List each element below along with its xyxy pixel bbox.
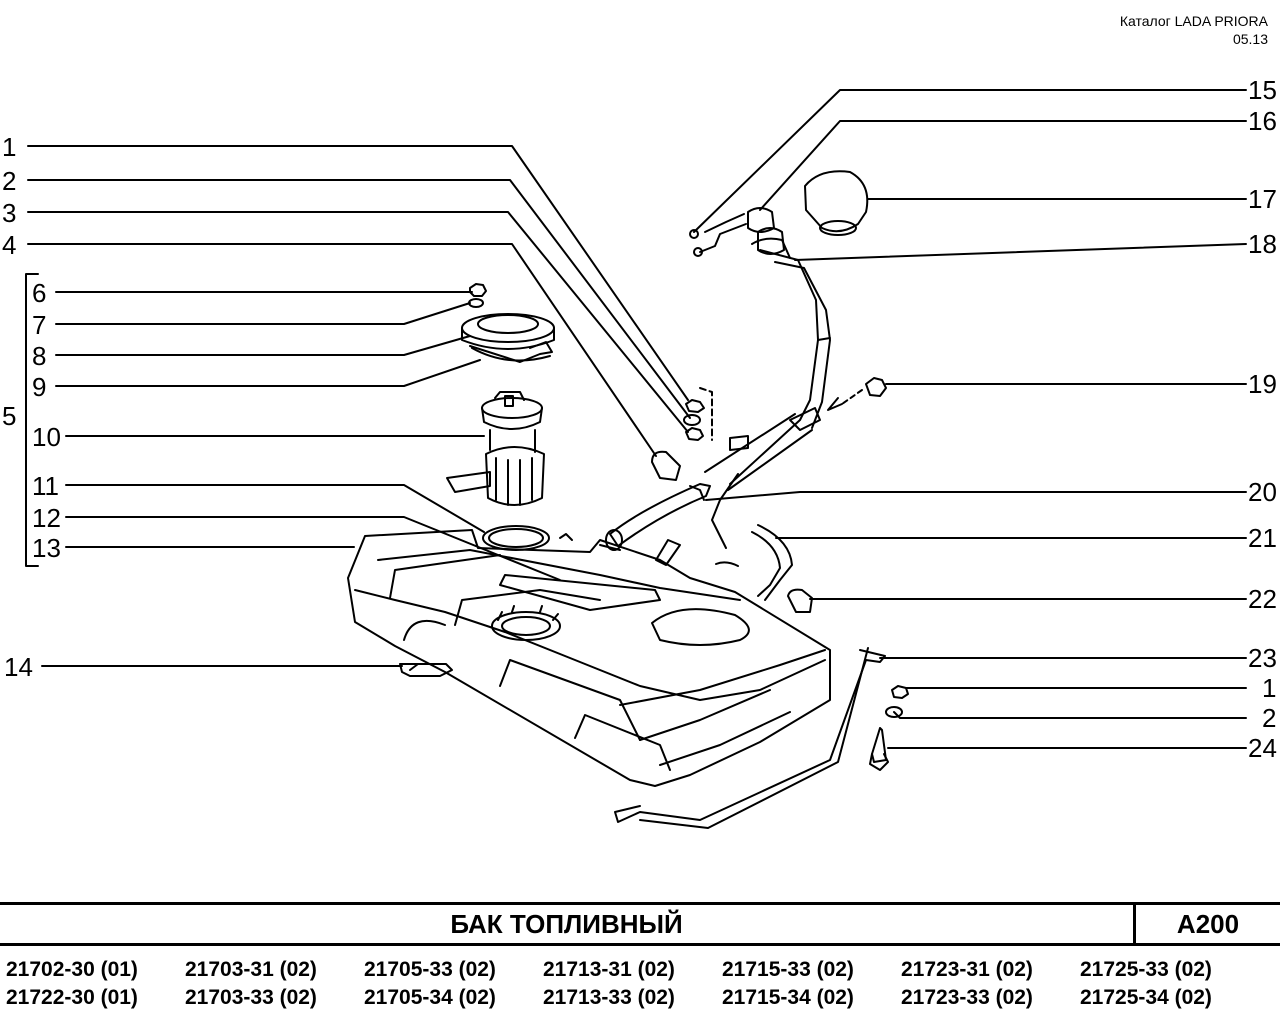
callout-14: 14 xyxy=(4,652,33,682)
model-code: 21703-31 (02) xyxy=(185,958,317,981)
washer-2 xyxy=(683,414,701,426)
callout-18: 18 xyxy=(1248,229,1277,259)
model-code: 21715-33 (02) xyxy=(722,958,854,981)
gas-cap-16 xyxy=(747,207,775,233)
callout-3: 3 xyxy=(2,198,16,228)
clamp-22 xyxy=(787,588,813,613)
model-code: 21703-33 (02) xyxy=(185,986,317,1009)
callout-15: 15 xyxy=(1248,75,1277,105)
washer-1 xyxy=(685,399,705,413)
filler-cover-17 xyxy=(804,170,869,233)
title-bar: БАК ТОПЛИВНЫЙ A200 xyxy=(0,902,1280,946)
washer-7 xyxy=(468,298,484,308)
callout-12: 12 xyxy=(32,503,61,533)
filler-neck-18 xyxy=(704,227,831,491)
callout-20: 20 xyxy=(1248,477,1277,507)
callout-10: 10 xyxy=(32,422,61,452)
callout-9: 9 xyxy=(32,372,46,402)
callout-23: 23 xyxy=(1248,643,1277,673)
nut-6 xyxy=(469,283,487,297)
cap-tether-15 xyxy=(689,229,699,239)
tank-strap-hook-14 xyxy=(399,663,453,677)
model-code: 21705-34 (02) xyxy=(364,986,496,1009)
model-code: 21725-33 (02) xyxy=(1080,958,1212,981)
catalog-date: 05.13 xyxy=(1232,31,1268,47)
callout-16: 16 xyxy=(1248,106,1277,136)
nut-19 xyxy=(865,377,887,397)
seal-ring-11 xyxy=(482,525,550,551)
washer-2b xyxy=(885,706,903,718)
tank-pump-flange xyxy=(491,611,561,641)
model-code: 21705-33 (02) xyxy=(364,958,496,981)
model-row-1: 21702-30 (01) 21703-31 (02) 21705-33 (02… xyxy=(6,956,1276,984)
retaining-ring-8 xyxy=(461,313,555,343)
model-code: 21723-33 (02) xyxy=(901,986,1033,1009)
callout-13: 13 xyxy=(32,533,61,563)
callout-1: 1 xyxy=(2,132,16,162)
callout-21: 21 xyxy=(1248,523,1277,553)
clamp-4 xyxy=(651,450,681,481)
nut-1b xyxy=(891,685,909,699)
bolt-24 xyxy=(871,727,887,763)
fuel-pump-module-10 xyxy=(446,391,545,506)
model-code: 21722-30 (01) xyxy=(6,986,138,1009)
callout-6: 6 xyxy=(32,278,46,308)
callout-1b: 1 xyxy=(1262,673,1276,703)
model-code: 21713-31 (02) xyxy=(543,958,675,981)
model-code: 21702-30 (01) xyxy=(6,958,138,981)
title-separator xyxy=(1133,905,1136,943)
callout-8: 8 xyxy=(32,341,46,371)
callout-11: 11 xyxy=(32,471,59,501)
callout-4: 4 xyxy=(2,230,16,260)
vent-hose-21 xyxy=(757,524,793,601)
model-applicability: 21702-30 (01) 21703-31 (02) 21705-33 (02… xyxy=(6,956,1276,1012)
callout-17: 17 xyxy=(1248,184,1277,214)
catalog-name: Каталог LADA PRIORA xyxy=(1119,13,1268,29)
catalog-header: Каталог LADA PRIORA 05.13 xyxy=(1120,12,1268,48)
model-code: 21715-34 (02) xyxy=(722,986,854,1009)
fuel-tank xyxy=(347,529,831,787)
fuel-tank-diagram: 1 2 3 4 5 6 7 8 9 10 11 12 13 14 15 16 1… xyxy=(2,75,1277,829)
callout-19: 19 xyxy=(1248,369,1277,399)
model-row-2: 21722-30 (01) 21703-33 (02) 21705-34 (02… xyxy=(6,984,1276,1012)
callout-5: 5 xyxy=(2,401,16,431)
model-code: 21723-31 (02) xyxy=(901,958,1033,981)
model-code: 21725-34 (02) xyxy=(1080,986,1212,1009)
callout-22: 22 xyxy=(1248,584,1277,614)
group-5-bracket xyxy=(25,273,39,567)
callout-2b: 2 xyxy=(1262,703,1276,733)
section-code: A200 xyxy=(1176,909,1240,939)
model-code: 21713-33 (02) xyxy=(543,986,675,1009)
callout-2: 2 xyxy=(2,166,16,196)
nut-3 xyxy=(685,427,704,441)
callout-7: 7 xyxy=(32,310,46,340)
connecting-hose-20 xyxy=(609,483,711,547)
page-title: БАК ТОПЛИВНЫЙ xyxy=(450,909,683,939)
callout-24: 24 xyxy=(1248,733,1277,763)
